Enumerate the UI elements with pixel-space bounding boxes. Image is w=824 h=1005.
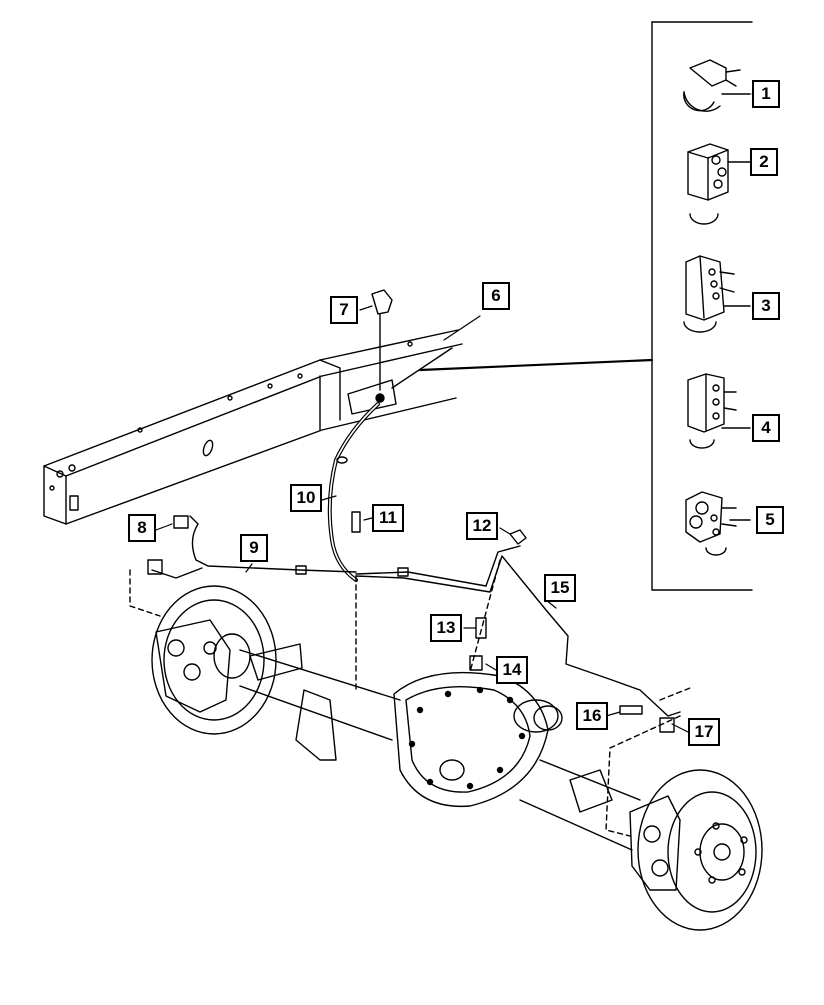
callout-9: 9: [240, 534, 268, 562]
callout-16: 16: [576, 702, 608, 730]
brake-lines-drawing: [129, 515, 691, 837]
callout-10: 10: [290, 484, 322, 512]
callout-15: 15: [544, 574, 576, 602]
fittings-drawing: [147, 511, 675, 733]
hose-10-drawing: [327, 402, 380, 582]
clip-5-drawing: [685, 491, 751, 556]
callout-17: 17: [688, 718, 720, 746]
callout-12: 12: [466, 512, 498, 540]
clip-3-drawing: [683, 255, 751, 333]
callout-5: 5: [756, 506, 784, 534]
rear-axle-drawing: [151, 585, 763, 931]
callout-1: 1: [752, 80, 780, 108]
callout-11: 11: [372, 504, 404, 532]
callout-2: 2: [750, 148, 778, 176]
callout-3: 3: [752, 292, 780, 320]
clip-1-drawing: [683, 59, 751, 112]
clip-4-drawing: [687, 373, 751, 449]
clip-7-drawing: [371, 289, 393, 391]
clip-2-drawing: [687, 143, 751, 225]
callout-14: 14: [496, 656, 528, 684]
callout-13: 13: [430, 614, 462, 642]
clip-inset-panel: [418, 21, 753, 591]
frame-rail-drawing: [43, 329, 463, 525]
callout-6: 6: [482, 282, 510, 310]
callout-4: 4: [752, 414, 780, 442]
callout-7: 7: [330, 296, 358, 324]
callout-8: 8: [128, 514, 156, 542]
